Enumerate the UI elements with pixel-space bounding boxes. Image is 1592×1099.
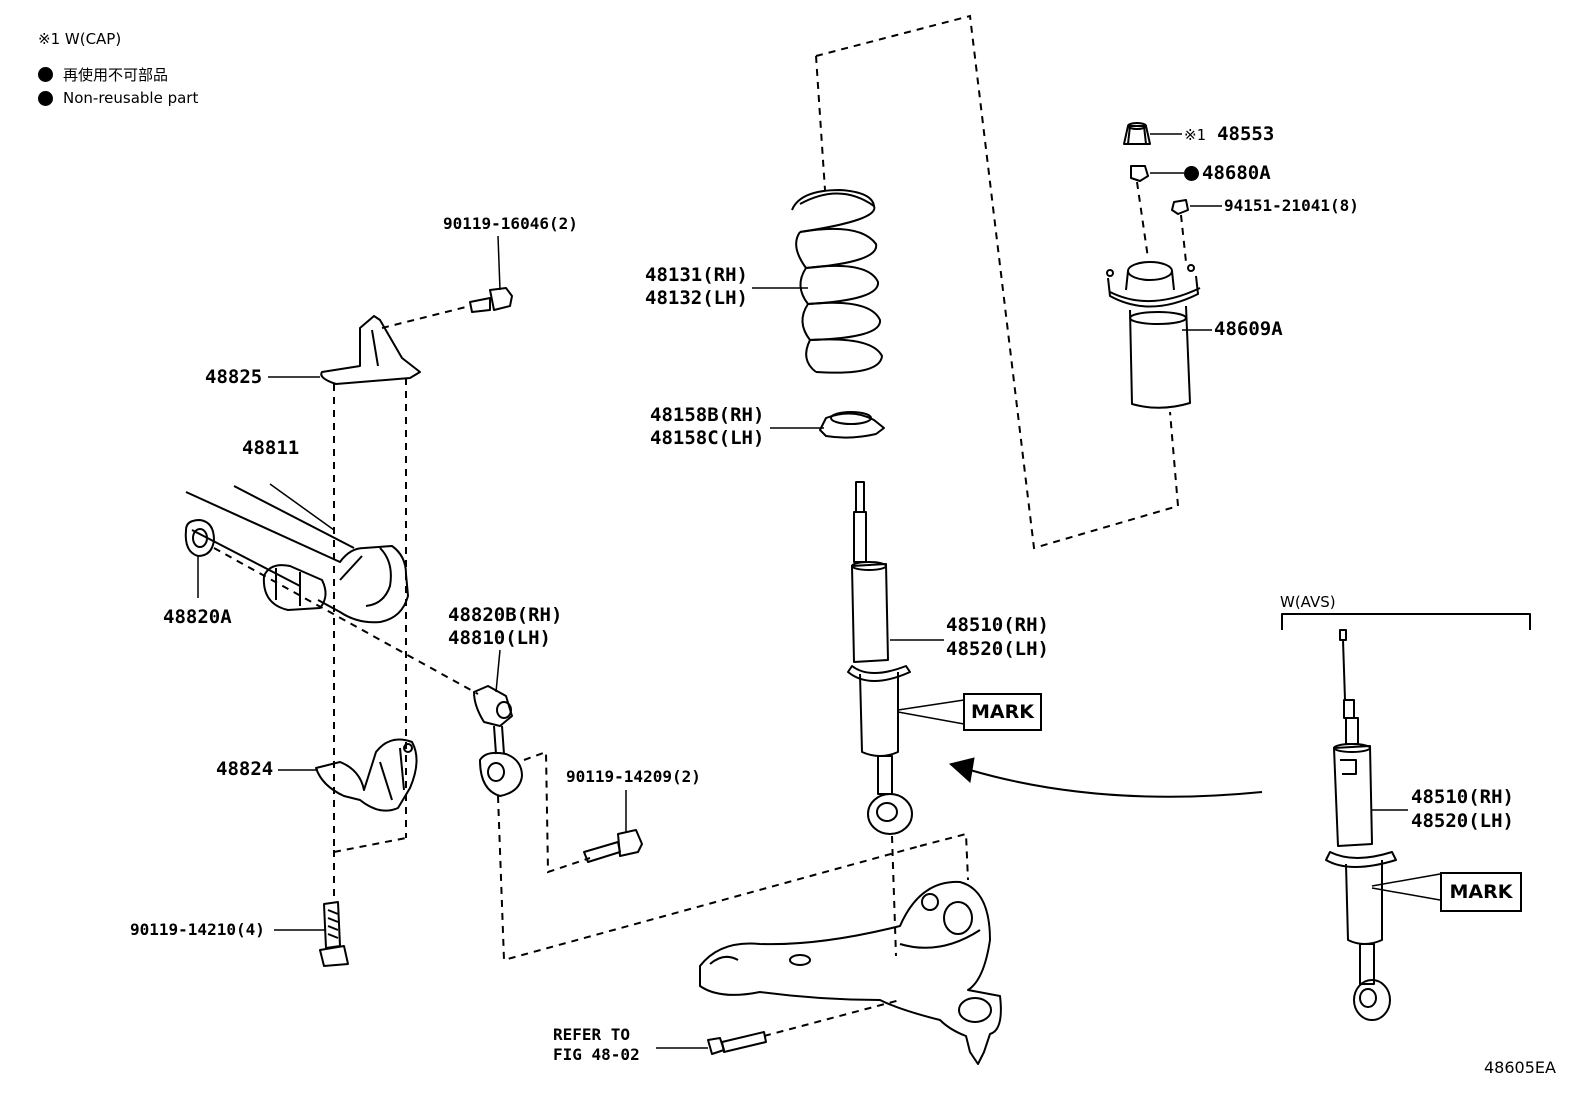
figure-code-text: 48605EA bbox=[1484, 1058, 1556, 1077]
label-48825: 48825 bbox=[205, 366, 263, 388]
label-90119-16046: 90119-16046(2) bbox=[443, 214, 578, 233]
cap-48553 bbox=[1123, 122, 1151, 145]
label-48820A: 48820A bbox=[163, 606, 232, 628]
replacement-arrow bbox=[948, 757, 1263, 798]
figure-code: 48605EA bbox=[1484, 1058, 1556, 1077]
bolt-refer-fig-48-02 bbox=[707, 1031, 767, 1055]
label-48824: 48824 bbox=[216, 758, 274, 780]
legend-jp-text: 再使用不可部品 bbox=[63, 66, 169, 84]
label-48680A-text: 48680A bbox=[1202, 162, 1271, 184]
label-48553-number: 48553 bbox=[1217, 123, 1275, 145]
label-refer-to: REFER TO bbox=[553, 1025, 631, 1044]
spring-insulator-48158B bbox=[819, 411, 885, 439]
label-48158B: 48158B(RH) bbox=[650, 404, 765, 426]
legend-cap-text: ※1 W(CAP) bbox=[38, 30, 122, 48]
avs-shock-absorber bbox=[1325, 629, 1397, 1021]
label-90119-14210: 90119-14210(4) bbox=[130, 920, 265, 939]
label-48553-prefix: ※1 bbox=[1184, 126, 1206, 144]
shock-absorber-48510 bbox=[847, 481, 913, 835]
bolt-90119-16046 bbox=[469, 287, 513, 313]
label-94151-21041: 94151-21041(8) bbox=[1224, 196, 1359, 215]
label-48510: 48510(RH) bbox=[946, 614, 1049, 636]
lower-control-arm bbox=[699, 880, 1002, 1065]
label-48810: 48810(LH) bbox=[448, 627, 551, 649]
non-reusable-dot-icon bbox=[38, 90, 53, 106]
label-48811: 48811 bbox=[242, 437, 300, 459]
bolt-90119-14210 bbox=[319, 901, 349, 967]
label-48520-avs: 48520(LH) bbox=[1411, 810, 1514, 832]
mark-box-main: MARK bbox=[963, 693, 1042, 731]
label-48820B: 48820B(RH) bbox=[448, 604, 563, 626]
bushing-48820A bbox=[184, 519, 215, 557]
label-48520: 48520(LH) bbox=[946, 638, 1049, 660]
label-48609A: 48609A bbox=[1214, 318, 1283, 340]
bracket-48825 bbox=[320, 315, 421, 385]
legend-cap-note: ※1 W(CAP) bbox=[38, 30, 121, 48]
nut-48680A bbox=[1130, 165, 1149, 182]
non-reusable-dot-icon bbox=[1184, 166, 1199, 181]
legend-non-reusable-jp: 再使用不可部品 bbox=[38, 64, 168, 85]
stabilizer-bar-48811 bbox=[185, 485, 409, 624]
legend-non-reusable-en: Non-reusable part bbox=[38, 89, 198, 107]
label-48553: ※1 48553 bbox=[1184, 123, 1274, 147]
mark-box-avs: MARK bbox=[1440, 872, 1522, 912]
nut-94151 bbox=[1171, 199, 1189, 215]
label-48131: 48131(RH) bbox=[645, 264, 748, 286]
label-48510-avs: 48510(RH) bbox=[1411, 786, 1514, 808]
label-48132: 48132(LH) bbox=[645, 287, 748, 309]
non-reusable-dot-icon bbox=[38, 67, 53, 82]
legend-en-text: Non-reusable part bbox=[63, 89, 199, 107]
strut-mount-48609A bbox=[1106, 261, 1201, 409]
leader-lines bbox=[197, 133, 1441, 1049]
label-fig-48-02: FIG 48-02 bbox=[553, 1045, 640, 1064]
bushing-bracket-48824 bbox=[315, 738, 418, 812]
avs-header-text: W(AVS) bbox=[1280, 593, 1336, 611]
stabilizer-link-48820B bbox=[473, 685, 523, 797]
coil-spring-48131 bbox=[791, 189, 883, 374]
label-90119-14209: 90119-14209(2) bbox=[566, 767, 701, 786]
bolt-90119-14209 bbox=[583, 829, 643, 863]
label-48680A: 48680A bbox=[1184, 162, 1271, 185]
avs-header: W(AVS) bbox=[1280, 593, 1336, 611]
avs-bracket-line bbox=[1281, 613, 1531, 630]
label-48158C: 48158C(LH) bbox=[650, 427, 765, 449]
